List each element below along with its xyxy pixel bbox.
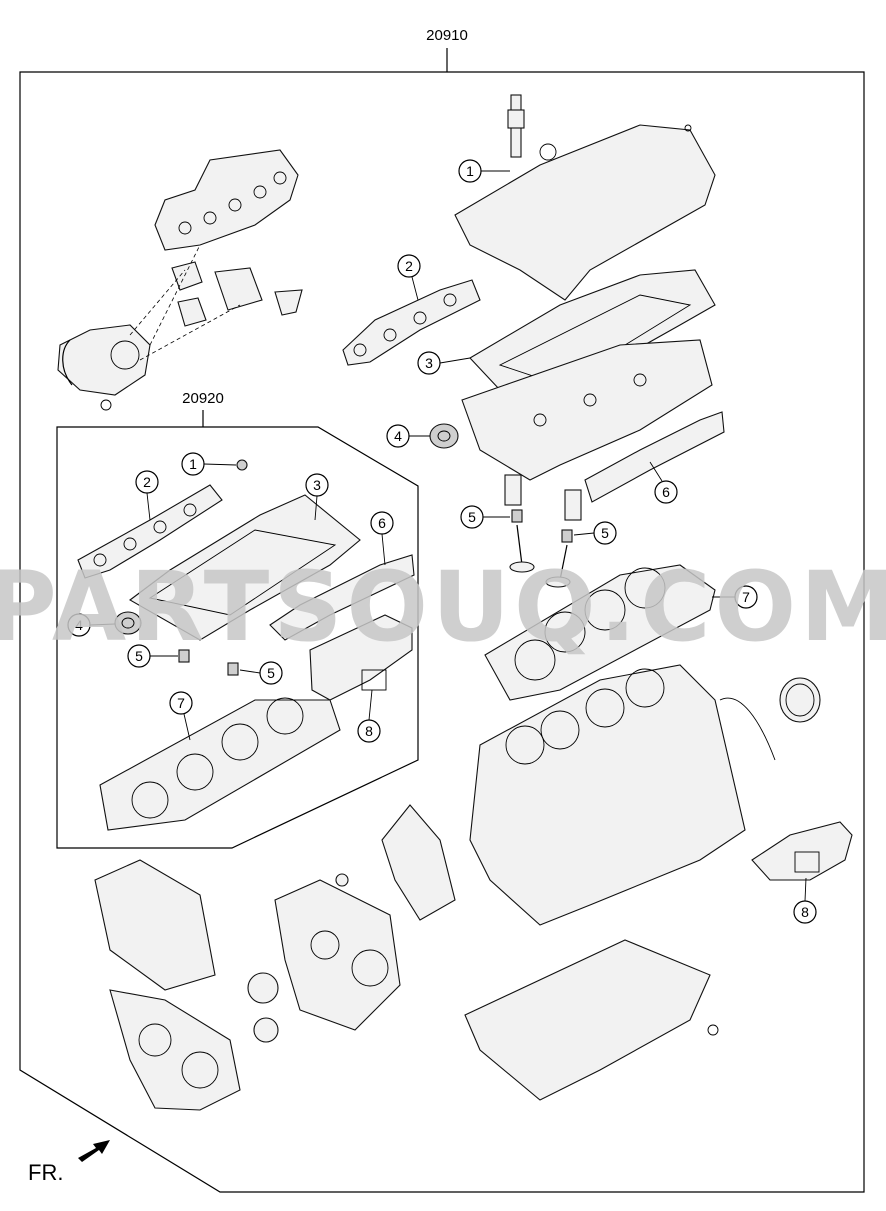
callout-number: 3 xyxy=(425,355,433,371)
callout-8-sub[interactable]: 8 xyxy=(357,689,381,743)
timing-cover-drawing xyxy=(94,859,241,1111)
sub-oil-cooler-gasket xyxy=(309,614,413,701)
head-gasket-drawing xyxy=(484,564,716,701)
callout-6-main[interactable]: 6 xyxy=(649,461,678,504)
exhaust-gasket-drawing xyxy=(584,411,725,503)
callout-8-main[interactable]: 8 xyxy=(793,877,817,924)
callout-number: 1 xyxy=(189,456,197,472)
valve-cover-drawing xyxy=(454,124,716,301)
watermark: PARTSOUQ.COM xyxy=(0,551,886,663)
front-case-drawing xyxy=(274,879,401,1031)
callout-number: 2 xyxy=(143,474,151,490)
cylinder-head-drawing xyxy=(461,339,713,481)
callout-number: 6 xyxy=(378,515,386,531)
subassembly-label[interactable]: 20920 xyxy=(182,390,224,407)
callout-number: 8 xyxy=(801,904,809,920)
callout-number: 6 xyxy=(662,484,670,500)
sub-oil-seal xyxy=(114,611,142,635)
oil-pan-drawing xyxy=(464,939,719,1101)
front-arrow-icon xyxy=(78,1140,110,1162)
callout-3-sub[interactable]: 3 xyxy=(305,473,329,521)
injector-drawing xyxy=(507,94,525,158)
front-label: FR. xyxy=(28,1160,63,1185)
sub-kit-outline xyxy=(56,426,419,849)
callout-number: 7 xyxy=(742,589,750,605)
callout-7-sub[interactable]: 7 xyxy=(169,691,193,741)
intake-gasket-drawing xyxy=(342,279,481,366)
cylinder-block-drawing xyxy=(469,664,746,926)
valve-springs-drawing xyxy=(504,474,582,588)
sub-valve-stem-seals xyxy=(178,459,248,676)
callout-3-main[interactable]: 3 xyxy=(417,351,471,375)
callout-number: 5 xyxy=(468,509,476,525)
callout-5-sub-left[interactable]: 5 xyxy=(127,644,178,668)
callout-number: 5 xyxy=(267,665,275,681)
callout-number: 4 xyxy=(75,617,83,633)
rear-seal-drawing xyxy=(719,677,821,761)
sub-valve-cover-gasket xyxy=(129,494,361,641)
callout-number: 2 xyxy=(405,258,413,274)
callout-number: 5 xyxy=(601,525,609,541)
callout-2-main[interactable]: 2 xyxy=(397,254,421,301)
oil-cooler-gasket-drawing xyxy=(751,821,853,881)
callout-1-sub[interactable]: 1 xyxy=(181,452,237,476)
callout-number: 1 xyxy=(466,163,474,179)
main-kit-outline xyxy=(19,71,865,1193)
callout-number: 8 xyxy=(365,723,373,739)
sub-head-gasket xyxy=(99,697,341,831)
callout-5-sub-right[interactable]: 5 xyxy=(239,661,283,685)
assembly-label[interactable]: 20910 xyxy=(426,27,468,44)
callout-number: 5 xyxy=(135,648,143,664)
callout-5-main-left[interactable]: 5 xyxy=(460,505,510,529)
callout-number: 7 xyxy=(177,695,185,711)
oil-seal-drawing xyxy=(429,423,459,449)
callout-number: 3 xyxy=(313,477,321,493)
callout-4-main[interactable]: 4 xyxy=(386,424,430,448)
callout-6-sub[interactable]: 6 xyxy=(370,511,394,566)
turbo-gaskets-drawing xyxy=(171,261,303,327)
callout-4-sub[interactable]: 4 xyxy=(67,613,116,637)
callout-2-sub[interactable]: 2 xyxy=(135,470,159,521)
exhaust-manifold-drawing xyxy=(154,149,299,251)
callout-7-main[interactable]: 7 xyxy=(712,585,758,609)
turbocharger-drawing xyxy=(57,324,151,411)
callout-5-main-right[interactable]: 5 xyxy=(573,521,617,545)
sub-exhaust-gasket xyxy=(269,554,415,641)
callout-number: 4 xyxy=(394,428,402,444)
callout-1-main[interactable]: 1 xyxy=(458,159,510,183)
sub-intake-gasket xyxy=(77,484,223,579)
front-gaskets-drawing xyxy=(247,804,456,1043)
front-direction-indicator: FR. xyxy=(28,1140,110,1185)
